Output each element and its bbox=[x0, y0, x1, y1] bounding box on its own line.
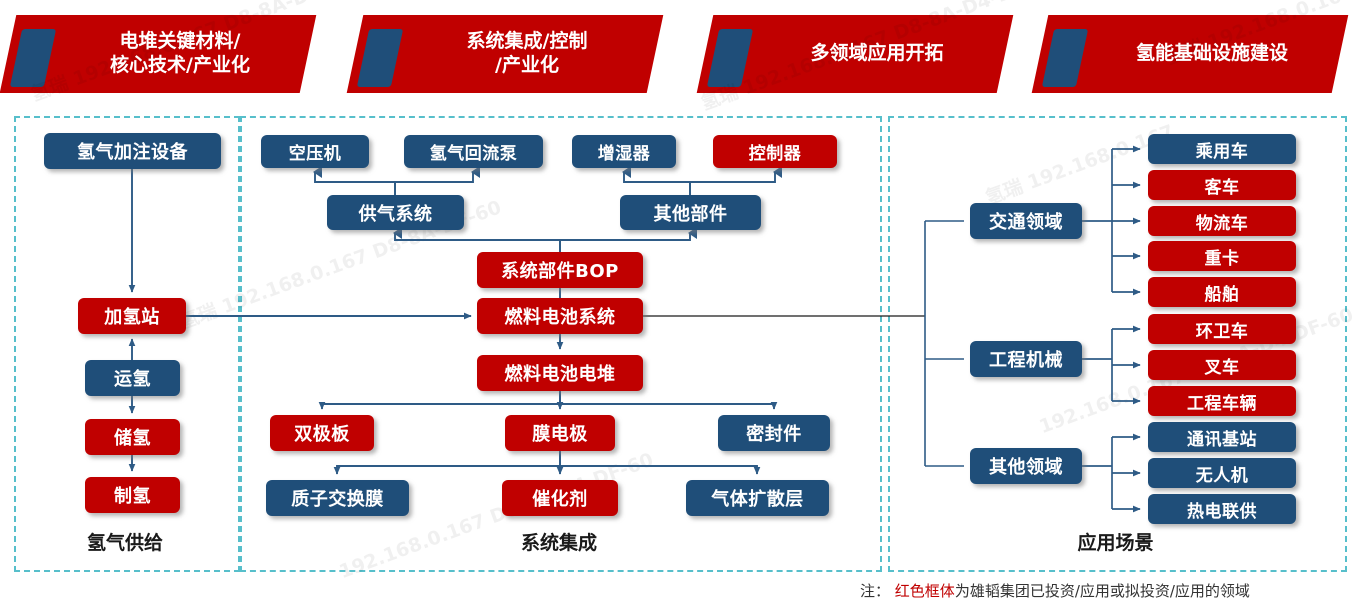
node-system-bop[interactable]: 系统部件BOP bbox=[477, 252, 643, 288]
banner-label: 系统集成/控制 /产业化 bbox=[466, 30, 588, 76]
node-hydrogen-transport[interactable]: 运氢 bbox=[85, 360, 180, 396]
node-transport-field[interactable]: 交通领域 bbox=[970, 203, 1082, 239]
node-heavy-truck[interactable]: 重卡 bbox=[1148, 241, 1296, 271]
header-banner-4: 氢能基础设施建设 bbox=[1031, 15, 1349, 93]
node-controller[interactable]: 控制器 bbox=[713, 135, 837, 168]
footnote-highlight: 红色框体 bbox=[894, 582, 955, 600]
node-chp[interactable]: 热电联供 bbox=[1148, 494, 1296, 524]
node-drone[interactable]: 无人机 bbox=[1148, 458, 1296, 488]
node-other-components[interactable]: 其他部件 bbox=[620, 195, 761, 230]
node-hydrogen-storage[interactable]: 储氢 bbox=[85, 419, 180, 455]
header-banner-2: 系统集成/控制 /产业化 bbox=[346, 15, 664, 93]
banner-label: 多领域应用开拓 bbox=[810, 42, 944, 65]
node-engineering-machinery[interactable]: 工程机械 bbox=[970, 341, 1082, 377]
node-other-fields[interactable]: 其他领域 bbox=[970, 448, 1082, 484]
footnote: 注： 红色框体为雄韬集团已投资/应用或拟投资/应用的领域 bbox=[860, 580, 1250, 601]
node-passenger-car[interactable]: 乘用车 bbox=[1148, 134, 1296, 164]
panel-hydrogen-supply bbox=[14, 116, 240, 572]
footnote-suffix: 为雄韬集团已投资/应用或拟投资/应用的领域 bbox=[954, 582, 1250, 600]
panel-hydrogen-supply-label: 氢气供给 bbox=[86, 532, 163, 554]
panel-applications-label: 应用场景 bbox=[1077, 532, 1154, 554]
panel-system-integration bbox=[240, 116, 882, 572]
node-sealing-parts[interactable]: 密封件 bbox=[718, 415, 830, 451]
node-hydrogen-refuel-station[interactable]: 加氢站 bbox=[78, 298, 186, 334]
node-humidifier[interactable]: 增湿器 bbox=[572, 135, 676, 168]
node-gas-diffusion[interactable]: 气体扩散层 bbox=[686, 480, 829, 516]
footnote-prefix: 注： bbox=[860, 582, 891, 600]
node-catalyst[interactable]: 催化剂 bbox=[502, 480, 618, 516]
node-forklift[interactable]: 叉车 bbox=[1148, 350, 1296, 380]
banner-label: 氢能基础设施建设 bbox=[1135, 42, 1288, 65]
node-hydrogen-pump[interactable]: 氢气回流泵 bbox=[404, 135, 543, 168]
banner-label: 电堆关键材料/ 核心技术/产业化 bbox=[110, 30, 250, 76]
node-comm-base-station[interactable]: 通讯基站 bbox=[1148, 422, 1296, 452]
node-bus[interactable]: 客车 bbox=[1148, 170, 1296, 200]
node-fuel-cell-stack[interactable]: 燃料电池电堆 bbox=[477, 355, 643, 391]
node-engineering-vehicle[interactable]: 工程车辆 bbox=[1148, 386, 1296, 416]
panel-system-integration-label: 系统集成 bbox=[520, 532, 597, 554]
panel-applications bbox=[888, 116, 1347, 572]
node-hydrogen-production[interactable]: 制氢 bbox=[85, 477, 180, 513]
node-proton-membrane[interactable]: 质子交换膜 bbox=[266, 480, 409, 516]
node-air-compressor[interactable]: 空压机 bbox=[261, 135, 369, 168]
node-ship[interactable]: 船舶 bbox=[1148, 277, 1296, 307]
header-banner-1: 电堆关键材料/ 核心技术/产业化 bbox=[0, 15, 317, 93]
node-fuel-cell-system[interactable]: 燃料电池系统 bbox=[477, 298, 643, 334]
node-sanitation-truck[interactable]: 环卫车 bbox=[1148, 314, 1296, 344]
node-gas-supply-system[interactable]: 供气系统 bbox=[327, 195, 464, 230]
node-bipolar-plate[interactable]: 双极板 bbox=[270, 415, 374, 451]
node-hydrogen-filling-equipment[interactable]: 氢气加注设备 bbox=[44, 133, 221, 169]
node-logistics-truck[interactable]: 物流车 bbox=[1148, 206, 1296, 236]
node-membrane-electrode[interactable]: 膜电极 bbox=[505, 415, 615, 451]
header-banner-3: 多领域应用开拓 bbox=[696, 15, 1014, 93]
